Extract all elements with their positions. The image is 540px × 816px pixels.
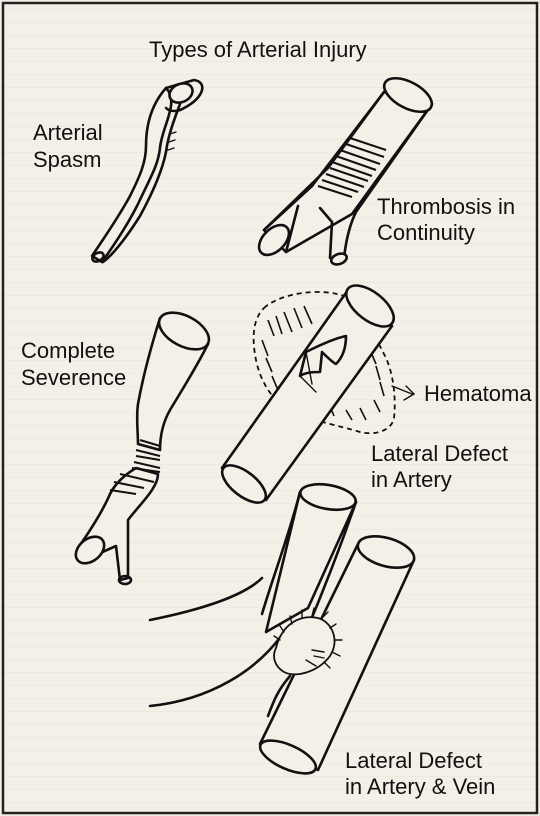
- diagram-title: Types of Arterial Injury: [149, 36, 367, 63]
- hematoma-label: Hematoma: [424, 380, 532, 407]
- arterial-spasm-label-line2: Spasm: [33, 146, 101, 173]
- lateral-defect-artery-vein-label-line2: in Artery & Vein: [345, 773, 495, 800]
- complete-severence-label-line2: Severence: [21, 364, 126, 391]
- arterial-spasm-drawing: [91, 80, 202, 264]
- lateral-defect-artery-label-line1: Lateral Defect: [371, 440, 508, 467]
- thrombosis-label-line1: Thrombosis in: [377, 193, 515, 220]
- complete-severence-label-line1: Complete: [21, 337, 115, 364]
- lateral-defect-artery-label-line2: in Artery: [371, 466, 452, 493]
- thrombosis-label-line2: Continuity: [377, 219, 475, 246]
- arterial-spasm-label-line1: Arterial: [33, 119, 103, 146]
- lateral-defect-artery-vein-drawing: [150, 480, 418, 780]
- lateral-defect-artery-vein-label-line1: Lateral Defect: [345, 747, 482, 774]
